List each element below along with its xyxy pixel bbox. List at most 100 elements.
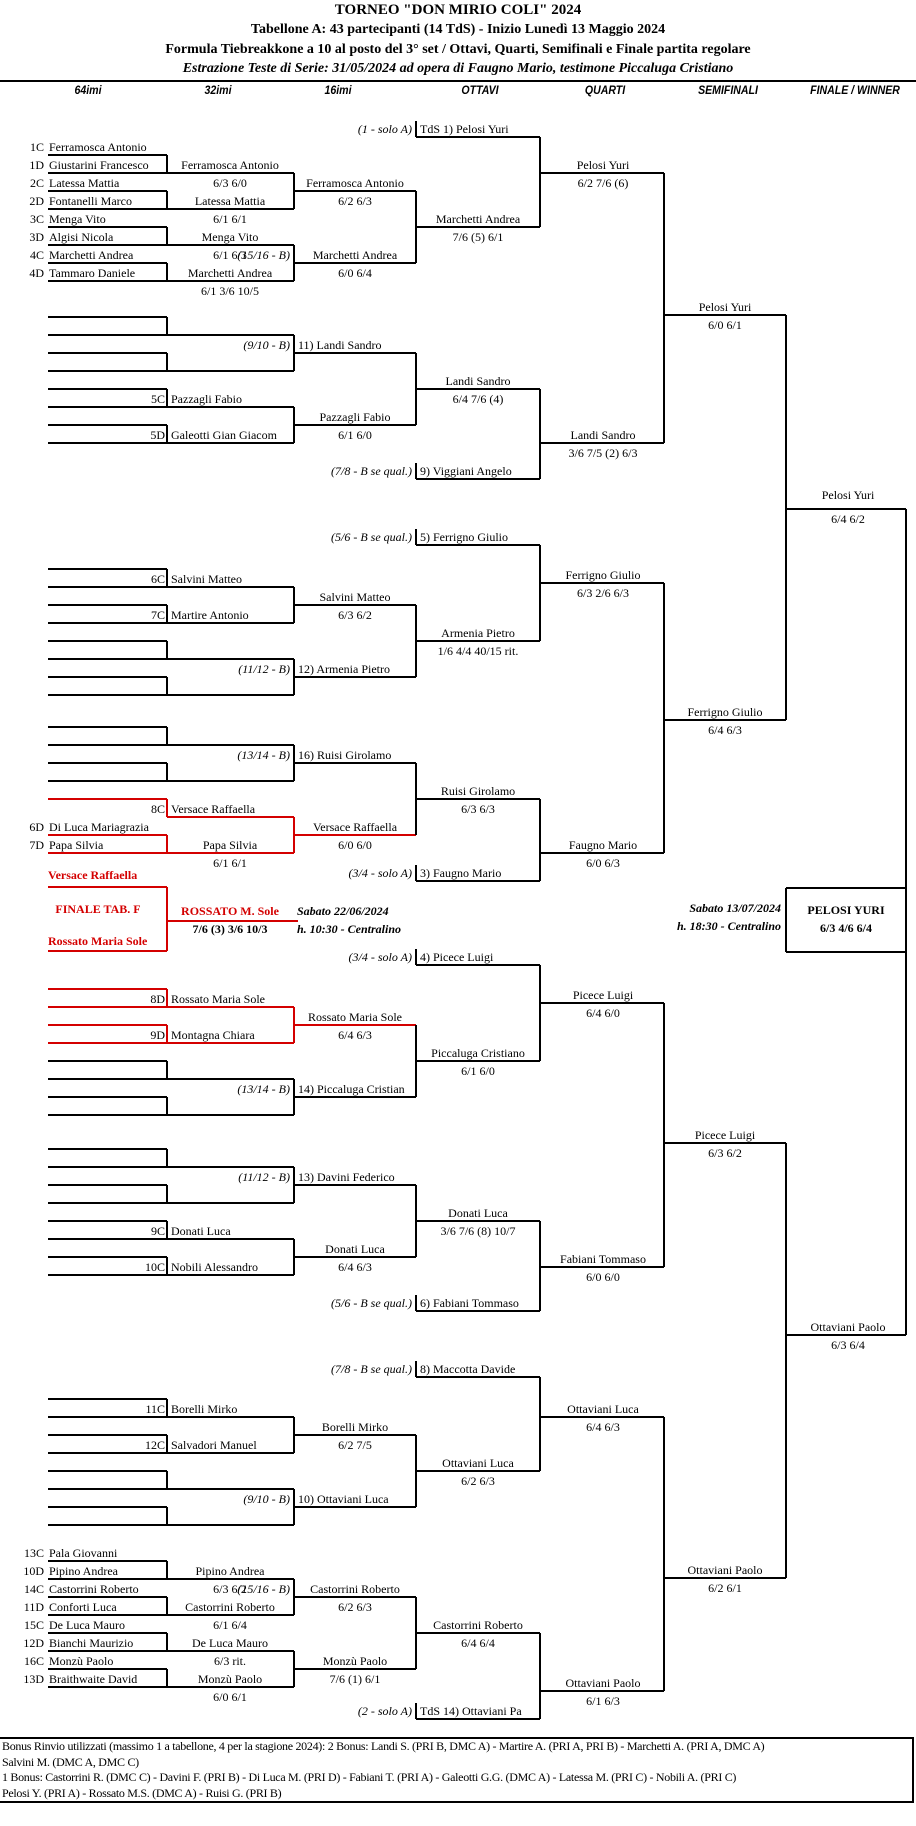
player-name: Bianchi Maurizio (49, 1636, 133, 1650)
seed-label: 16C (24, 1654, 44, 1668)
column-header-16imi: 16imi (324, 83, 352, 97)
tab-f-player: Versace Raffaella (48, 868, 137, 882)
seed-note: (15/16 - B) (237, 248, 290, 262)
seed-label: 10C (145, 1260, 165, 1274)
match-score: 6/1 3/6 10/5 (201, 284, 259, 298)
player-name: Salvadori Manuel (171, 1438, 257, 1452)
player-name: Conforti Luca (49, 1600, 117, 1614)
match-winner: Salvini Matteo (320, 590, 391, 604)
seed-label: 8D (150, 992, 165, 1006)
draw-note: Estrazione Teste di Serie: 31/05/2024 ad… (182, 61, 734, 76)
finalist-name: Pelosi Yuri (822, 488, 875, 502)
match-winner: Picece Luigi (573, 988, 634, 1002)
match-score: 6/4 6/3 (708, 723, 742, 737)
player-name: De Luca Mauro (49, 1618, 125, 1632)
player-name: Algisi Nicola (49, 230, 114, 244)
match-score: 6/3 2/6 6/3 (577, 586, 629, 600)
seeded-player: 10) Ottaviani Luca (298, 1492, 389, 1506)
match-score: 7/6 (5) 6/1 (453, 230, 504, 244)
match-winner: Fabiani Tommaso (560, 1252, 646, 1266)
match-score: 6/4 7/6 (4) (453, 392, 504, 406)
player-name: Latessa Mattia (49, 176, 120, 190)
match-winner: Ottaviani Luca (567, 1402, 639, 1416)
match-winner: Pelosi Yuri (577, 158, 630, 172)
match-score: 7/6 (1) 6/1 (330, 1672, 381, 1686)
seeded-player: 8) Maccotta Davide (420, 1362, 515, 1376)
match-winner: Pipino Andrea (196, 1564, 266, 1578)
seed-note: (7/8 - B se qual.) (331, 1362, 412, 1376)
match-score: 6/3 6/0 (213, 176, 247, 190)
match-score: 6/1 6/1 (213, 856, 247, 870)
match-score: 6/0 6/3 (586, 856, 620, 870)
match-score: 6/4 6/4 (461, 1636, 495, 1650)
winner-name: PELOSI YURI (807, 903, 885, 917)
tab-f-time: h. 10:30 - Centralino (297, 922, 401, 936)
seed-label: 5D (150, 428, 165, 442)
player-name: Nobili Alessandro (171, 1260, 258, 1274)
match-score: 6/4 6/3 (586, 1420, 620, 1434)
match-winner: Rossato Maria Sole (308, 1010, 402, 1024)
match-score: 6/0 6/0 (586, 1270, 620, 1284)
seeded-player: 13) Davini Federico (298, 1170, 395, 1184)
match-score: 6/0 6/1 (708, 318, 742, 332)
match-winner: Ottaviani Luca (442, 1456, 514, 1470)
player-name: Salvini Matteo (171, 572, 242, 586)
seed-label: 2C (30, 176, 44, 190)
match-winner: Ottaviani Paolo (566, 1676, 641, 1690)
match-winner: Monzù Paolo (323, 1654, 387, 1668)
final-date: Sabato 13/07/2024 (689, 901, 781, 915)
final-time: h. 18:30 - Centralino (677, 919, 781, 933)
match-score: 6/3 6/4 (831, 1338, 865, 1352)
seeded-player: TdS 1) Pelosi Yuri (420, 122, 509, 136)
seed-note: (2 - solo A) (358, 1704, 412, 1718)
seed-note: (11/12 - B) (238, 1170, 290, 1184)
match-score: 6/2 6/3 (461, 1474, 495, 1488)
match-score: 6/0 6/0 (338, 838, 372, 852)
seed-note: (13/14 - B) (237, 1082, 290, 1096)
seed-label: 9C (151, 1224, 165, 1238)
seeded-player: 14) Piccaluga Cristian (298, 1082, 405, 1096)
seed-note: (3/4 - solo A) (349, 950, 412, 964)
column-header-quarti: QUARTI (584, 83, 626, 97)
seed-label: 1D (29, 158, 44, 172)
match-score: 6/3 rit. (214, 1654, 246, 1668)
seeded-player: 6) Fabiani Tommaso (420, 1296, 519, 1310)
seed-note: (3/4 - solo A) (349, 866, 412, 880)
player-name: Tammaro Daniele (49, 266, 135, 280)
match-winner: Ruisi Girolamo (441, 784, 515, 798)
match-winner: Ferramosca Antonio (181, 158, 279, 172)
match-winner: Pazzagli Fabio (320, 410, 391, 424)
match-score: 6/0 6/1 (213, 1690, 247, 1704)
player-name: Montagna Chiara (171, 1028, 255, 1042)
match-score: 6/3 6/2 (708, 1146, 742, 1160)
tab-f-date: Sabato 22/06/2024 (297, 904, 389, 918)
player-name: Fontanelli Marco (49, 194, 132, 208)
match-score: 6/4 6/3 (338, 1028, 372, 1042)
seed-label: 6C (151, 572, 165, 586)
seed-label: 1C (30, 140, 44, 154)
match-score: 1/6 4/4 40/15 rit. (438, 644, 519, 658)
match-winner: Castorrini Roberto (310, 1582, 400, 1596)
player-name: Di Luca Mariagrazia (49, 820, 150, 834)
match-score: 6/4 6/2 (831, 512, 865, 526)
seed-note: (9/10 - B) (243, 338, 290, 352)
match-score: 6/2 7/5 (338, 1438, 372, 1452)
column-header-semifinali: SEMIFINALI (698, 83, 758, 97)
match-winner: Papa Silvia (203, 838, 258, 852)
seed-note: (15/16 - B) (237, 1582, 290, 1596)
seed-note: (1 - solo A) (358, 122, 412, 136)
seeded-player: 16) Ruisi Girolamo (298, 748, 391, 762)
tab-f-score: 7/6 (3) 3/6 10/3 (193, 922, 268, 936)
seed-label: 11C (145, 1402, 165, 1416)
player-name: Versace Raffaella (171, 802, 256, 816)
match-winner: Ottaviani Paolo (688, 1563, 763, 1577)
seed-label: 10D (23, 1564, 44, 1578)
match-winner: Castorrini Roberto (185, 1600, 275, 1614)
footer-line: 1 Bonus: Castorrini R. (DMC C) - Davini … (2, 1770, 737, 1784)
seed-label: 12D (23, 1636, 44, 1650)
seed-label: 9D (150, 1028, 165, 1042)
column-header-ottavi: OTTAVI (461, 83, 499, 97)
seed-label: 6D (29, 820, 44, 834)
bonus-footer: Bonus Rinvio utilizzati (massimo 1 a tab… (0, 1737, 914, 1803)
